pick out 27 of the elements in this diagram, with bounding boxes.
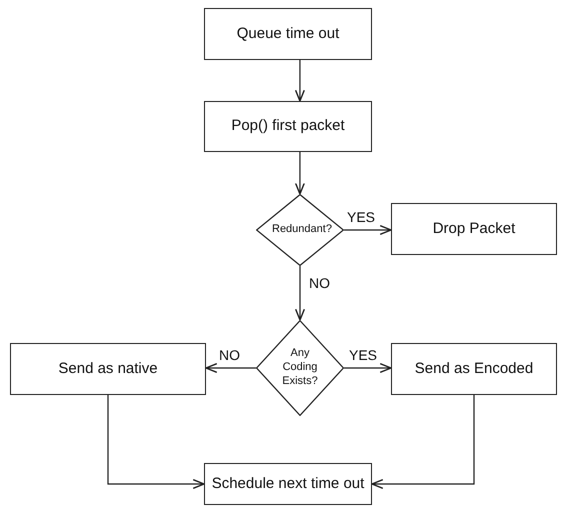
process-box xyxy=(204,8,372,60)
arrow xyxy=(294,60,305,102)
process-box xyxy=(204,101,372,152)
arrow xyxy=(205,362,256,374)
process-box xyxy=(391,203,557,255)
process-box xyxy=(10,343,206,395)
node-label: Send as Encoded xyxy=(414,360,534,378)
node-label: Queue time out xyxy=(236,24,340,44)
arrow xyxy=(371,395,475,490)
decision-diamond xyxy=(256,194,344,266)
node-label: Schedule next time out xyxy=(212,474,364,494)
node-label: Drop Packet xyxy=(432,220,516,238)
arrow xyxy=(107,395,205,490)
decision-diamond xyxy=(256,320,344,416)
process-box xyxy=(391,343,557,395)
edge-label: YES xyxy=(346,210,376,224)
process-box xyxy=(204,463,372,505)
edge-label: NO xyxy=(218,348,241,362)
edge-label: YES xyxy=(348,348,378,362)
arrow xyxy=(344,362,392,374)
node-label: Send as native xyxy=(58,360,158,378)
node-label: Pop() first packet xyxy=(231,117,345,136)
arrow xyxy=(294,266,306,321)
node-label: Any Coding Exists? xyxy=(281,347,319,389)
arrow xyxy=(294,152,305,195)
arrow xyxy=(344,224,392,236)
edge-label: NO xyxy=(308,276,331,290)
